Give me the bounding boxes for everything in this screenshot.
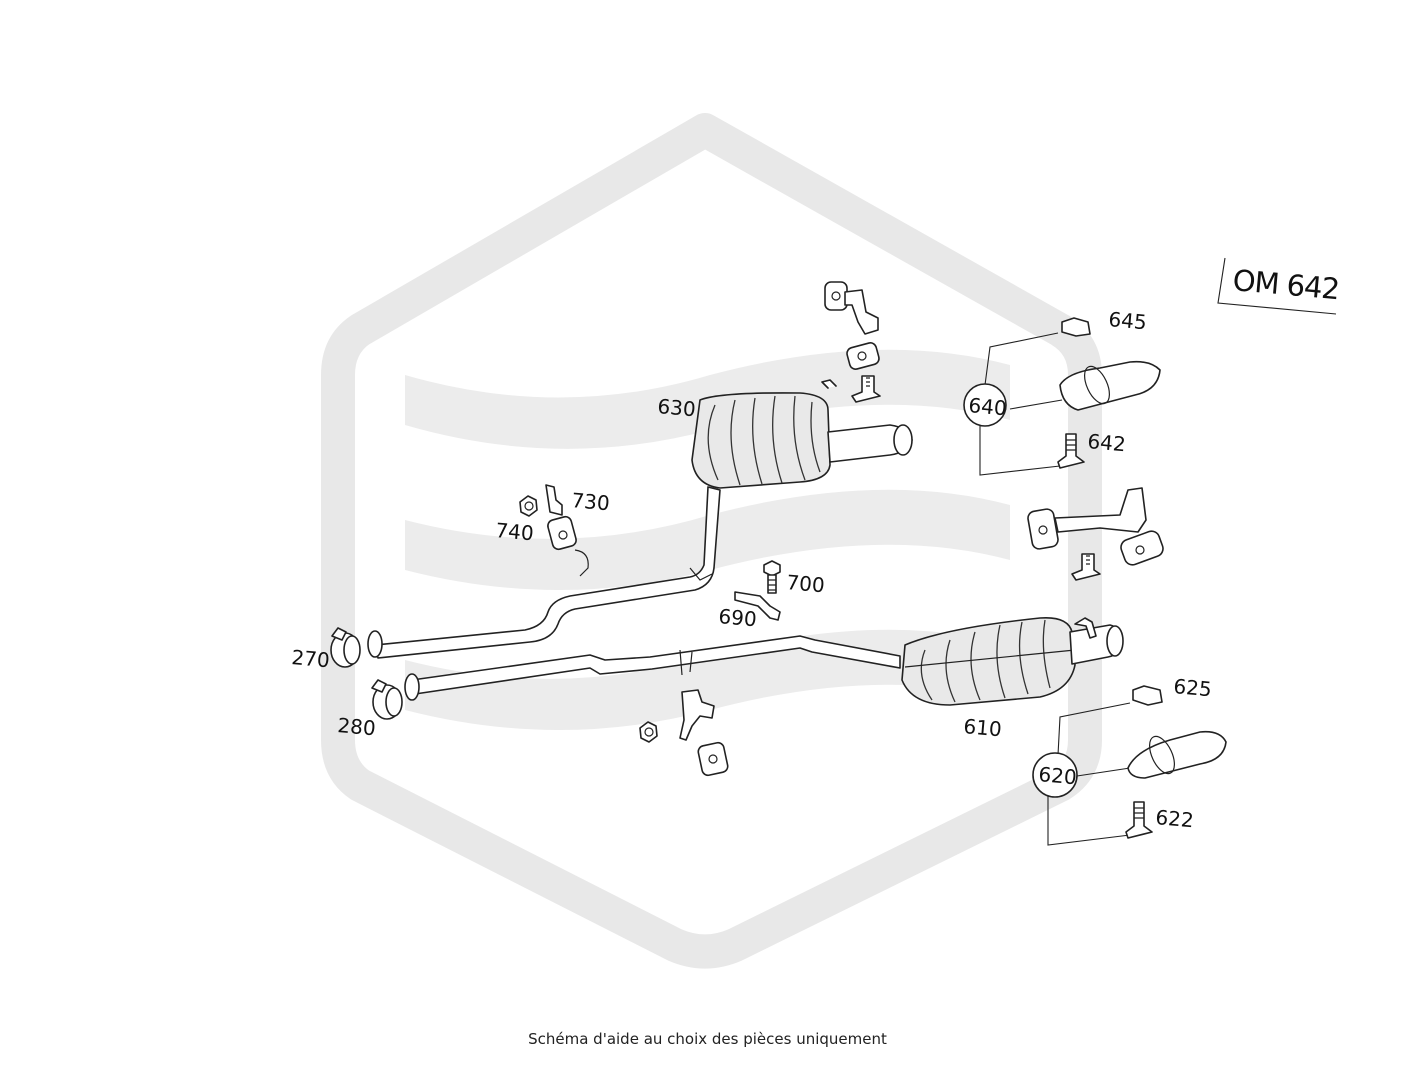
nut-740 xyxy=(519,495,538,517)
bolt-700 xyxy=(763,560,781,594)
hanger-690 xyxy=(734,591,781,621)
clamp-270 xyxy=(330,627,361,668)
hanger-bracket-right xyxy=(1027,487,1164,581)
tip-group-640 xyxy=(963,317,1161,476)
front-silencer-610 xyxy=(901,616,1124,706)
callout-610: 610 xyxy=(963,714,1003,741)
engine-code-box: OM 642 xyxy=(1217,257,1340,315)
rear-silencer-630 xyxy=(691,379,913,489)
lower-pipe xyxy=(404,635,901,701)
upper-pipe xyxy=(367,486,721,659)
callout-740: 740 xyxy=(495,518,535,545)
callout-730: 730 xyxy=(571,488,611,515)
callout-700: 700 xyxy=(786,570,826,597)
hanger-730 xyxy=(545,484,589,577)
tip-group-620 xyxy=(1032,685,1227,846)
hanger-bracket-upper xyxy=(824,281,881,403)
hanger-bracket-lower xyxy=(639,689,729,777)
callout-620: 620 xyxy=(1038,762,1078,789)
callout-625: 625 xyxy=(1173,674,1213,701)
callout-270: 270 xyxy=(291,645,331,672)
disclaimer-caption: Schéma d'aide au choix des pièces unique… xyxy=(528,1030,887,1048)
callout-280: 280 xyxy=(337,713,377,740)
callout-645: 645 xyxy=(1108,307,1148,334)
engine-code: OM 642 xyxy=(1231,263,1340,306)
callout-690: 690 xyxy=(718,604,758,631)
callout-labels: 630 645 640 642 730 740 700 690 270 280 … xyxy=(291,307,1213,832)
callout-642: 642 xyxy=(1087,429,1127,456)
callout-630: 630 xyxy=(657,394,697,421)
callout-640: 640 xyxy=(968,393,1008,420)
callout-622: 622 xyxy=(1155,805,1195,832)
clamp-280 xyxy=(371,679,403,720)
